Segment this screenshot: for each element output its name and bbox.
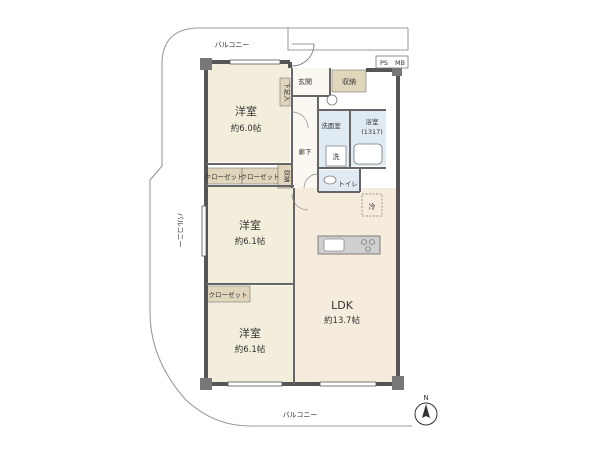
fridge-label: 冷 <box>369 202 376 211</box>
column-bottom-right <box>392 376 404 390</box>
ldk-name: LDK <box>331 299 354 312</box>
ldk-floor <box>294 188 398 382</box>
shoe-box <box>279 77 291 107</box>
stove-burner <box>369 239 375 245</box>
wash-basin <box>326 94 338 106</box>
stove-burner <box>365 246 371 252</box>
balcony-inner-line <box>287 28 409 51</box>
column-bottom-left <box>200 378 212 390</box>
western-room-2-size: 約6.1帖 <box>235 236 266 247</box>
window-left-1 <box>201 205 207 257</box>
mb-ps-box <box>375 55 409 69</box>
toilet-bowl <box>323 175 337 185</box>
closet-b-label: クローゼット <box>241 172 280 181</box>
storage-mid-label: 収納 <box>283 170 292 183</box>
shoe-box-label: 下足入 <box>283 82 291 102</box>
washroom-label: 洗面室 <box>321 121 341 130</box>
ps-label: PS <box>380 59 388 67</box>
entrance-label: 玄関 <box>298 77 312 86</box>
stove-burner <box>361 239 367 245</box>
hallway-label: 廊下 <box>299 147 313 156</box>
room2-door-swing <box>291 193 309 211</box>
western-room-3-name: 洋室 <box>239 326 261 340</box>
entrance-door-swing <box>291 43 315 67</box>
compass-needle <box>422 404 430 418</box>
closet-c-label: クローゼット <box>209 290 248 299</box>
wash-label: 洗 <box>333 152 340 161</box>
washing-machine-area <box>325 145 347 167</box>
ldk-size: 約13.7帖 <box>324 315 360 326</box>
kitchen-sink <box>323 238 345 252</box>
interior-walls <box>206 68 386 384</box>
toilet-floor <box>318 170 360 192</box>
western-room-1-floor <box>206 64 290 162</box>
balcony-left-label: バルコニー <box>176 213 184 248</box>
column-top-left <box>200 58 212 70</box>
entrance-floor <box>292 68 330 96</box>
closet-a-label: クローゼット <box>205 172 244 181</box>
toilet-label: トイレ <box>338 180 358 188</box>
western-room-2-name: 洋室 <box>239 218 261 232</box>
column-top-right <box>392 66 402 76</box>
bathtub <box>353 143 383 165</box>
western-room-1-size: 約6.0帖 <box>231 123 262 134</box>
compass-letter: N <box>423 394 428 402</box>
window-top <box>229 59 281 65</box>
western-room-2-floor <box>206 186 294 284</box>
window-bottom-2 <box>319 381 377 387</box>
balcony-top-label: バルコニー <box>215 41 250 49</box>
hallway-floor <box>292 98 318 188</box>
bath-size-label: (1317) <box>361 128 383 136</box>
room1-door-swing <box>291 111 309 129</box>
mb-label: MB <box>395 59 405 67</box>
storage-top-label: 収納 <box>342 77 356 86</box>
storage-top <box>331 69 367 93</box>
bath-label: 浴室 <box>366 117 380 126</box>
window-bottom-1 <box>227 381 283 387</box>
toilet-door-swing <box>303 173 319 189</box>
western-room-3-size: 約6.1帖 <box>235 344 266 355</box>
balcony-outline <box>149 27 412 427</box>
western-room-1-name: 洋室 <box>235 104 257 118</box>
balcony-bottom-label: バルコニー <box>283 411 318 419</box>
